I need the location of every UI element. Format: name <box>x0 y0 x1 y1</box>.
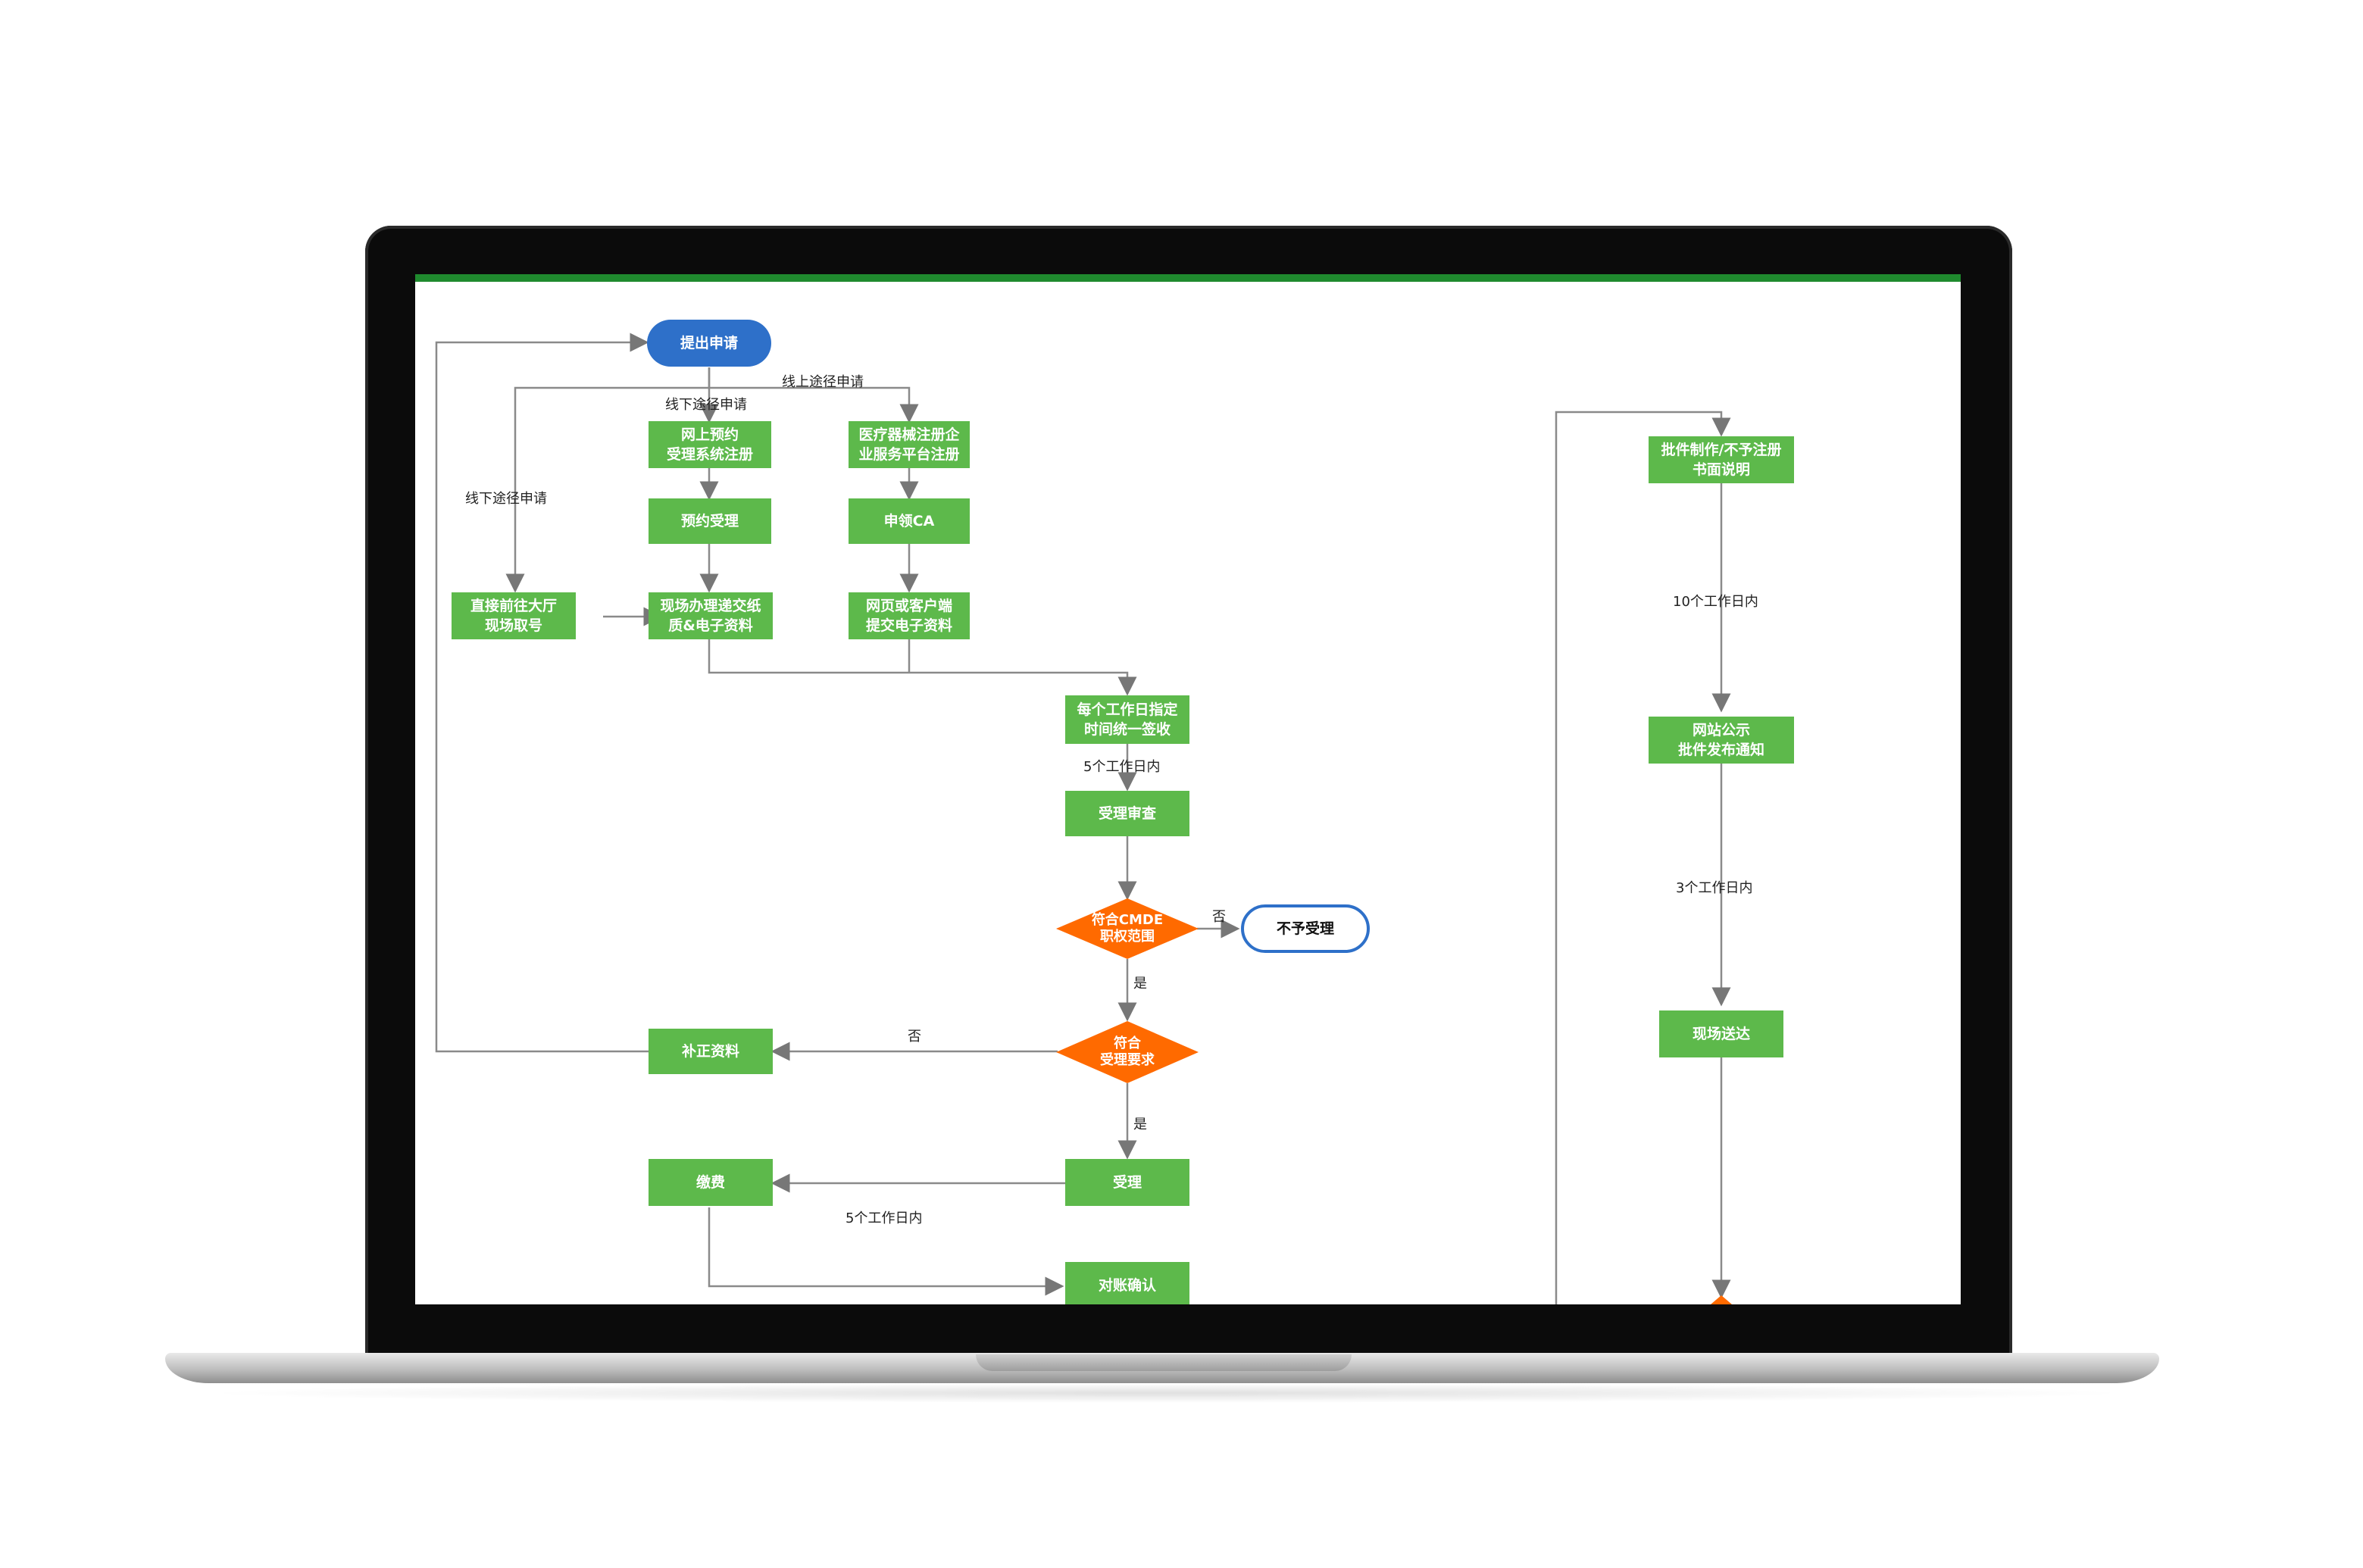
edge-label-no-1: 否 <box>1212 909 1226 925</box>
edge-pay-reconcile <box>708 1207 1064 1296</box>
accept-review-node: 受理审查 <box>1065 791 1189 836</box>
edge-label-yes-2: 是 <box>1133 1117 1147 1132</box>
edge-supplement-start <box>435 333 649 1053</box>
reserve-accept-node: 预约受理 <box>649 498 771 544</box>
reject-node: 不予受理 <box>1241 904 1370 953</box>
laptop-shadow <box>197 1383 2136 1403</box>
device-register-node: 医疗器械注册企 业服务平台注册 <box>849 421 970 468</box>
accept-node: 受理 <box>1065 1159 1189 1206</box>
edge-label-offline-top: 线下途径申请 <box>665 397 747 413</box>
edge-right-loop <box>1555 411 1731 1304</box>
deliver-node: 现场送达 <box>1659 1010 1783 1057</box>
edge-onsite-sign <box>708 638 1137 696</box>
start-node: 提出申请 <box>647 320 771 367</box>
diamond-partial <box>1711 1295 1732 1304</box>
edge-start-hall <box>505 386 709 593</box>
laptop-screen: 提出申请 网上预约 受理系统注册 医疗器械注册企 业服务平台注册 预约受理 申领… <box>415 274 1961 1304</box>
requirement-decision: 符合 受理要求 <box>1056 1021 1199 1083</box>
accent-bar <box>415 274 1961 282</box>
requirement-decision-label: 符合 受理要求 <box>1100 1035 1155 1068</box>
edge-label-five-days-1: 5个工作日内 <box>1083 759 1161 775</box>
edge-label-offline-left: 线下途径申请 <box>465 491 547 507</box>
cmde-decision: 符合CMDE 职权范围 <box>1056 898 1199 959</box>
edge-label-ten-days: 10个工作日内 <box>1673 594 1758 610</box>
onsite-submit-node: 现场办理递交纸 质&电子资料 <box>649 592 773 639</box>
laptop-notch <box>976 1354 1352 1371</box>
connector-lines <box>435 333 1732 1304</box>
apply-ca-node: 申领CA <box>849 498 970 544</box>
pay-node: 缴费 <box>649 1159 773 1206</box>
cmde-decision-label: 符合CMDE 职权范围 <box>1091 912 1164 945</box>
edge-label-online: 线上途径申请 <box>782 374 864 390</box>
web-submit-node: 网页或客户端 提交电子资料 <box>849 592 970 639</box>
daily-sign-node: 每个工作日指定 时间统一签收 <box>1065 695 1189 744</box>
reconcile-node: 对账确认 <box>1065 1262 1189 1304</box>
edge-label-three-days: 3个工作日内 <box>1676 880 1753 896</box>
edge-label-five-days-2: 5个工作日内 <box>845 1210 923 1226</box>
supplement-node: 补正资料 <box>649 1029 773 1074</box>
online-reserve-node: 网上预约 受理系统注册 <box>649 421 771 468</box>
edge-label-yes-1: 是 <box>1133 976 1147 992</box>
hall-queue-node: 直接前往大厅 现场取号 <box>452 592 576 639</box>
approval-doc-node: 批件制作/不予注册 书面说明 <box>1649 436 1794 483</box>
edge-label-no-2: 否 <box>908 1029 921 1045</box>
publish-node: 网站公示 批件发布通知 <box>1649 717 1794 764</box>
